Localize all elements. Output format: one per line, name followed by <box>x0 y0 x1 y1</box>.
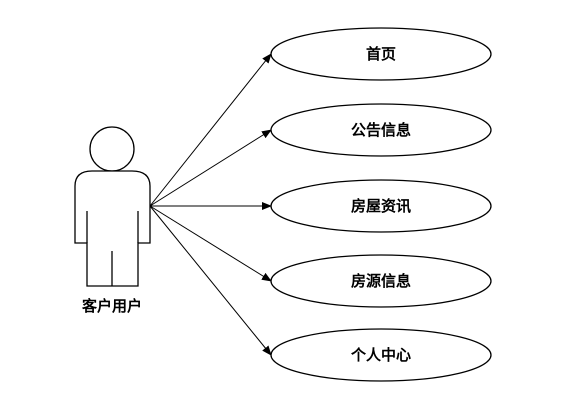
use-case-notice: 公告信息 <box>270 103 492 157</box>
use-case-home: 首页 <box>270 27 492 81</box>
association-arrow-listings <box>149 205 272 282</box>
actor-body <box>74 170 151 287</box>
association-arrow-home <box>149 53 272 207</box>
association-arrow-profile <box>149 205 272 356</box>
use-case-label-notice: 公告信息 <box>351 121 411 139</box>
association-arrow-notice <box>149 129 272 207</box>
use-case-housing-news: 房屋资讯 <box>270 179 492 233</box>
use-case-ellipse <box>270 27 492 81</box>
use-case-ellipse <box>270 328 492 382</box>
use-case-ellipse <box>270 179 492 233</box>
use-case-ellipse <box>270 103 492 157</box>
associations <box>149 53 272 356</box>
use-case-label-home: 首页 <box>366 45 396 63</box>
use-case-listings: 房源信息 <box>270 254 492 308</box>
actor-head <box>89 126 135 172</box>
use-case-profile: 个人中心 <box>270 328 492 382</box>
use-case-label-listings: 房源信息 <box>351 272 411 290</box>
use-case-ellipse <box>270 254 492 308</box>
use-case-label-profile: 个人中心 <box>350 346 411 364</box>
actor-label: 客户用户 <box>81 297 142 315</box>
actor-figure <box>74 126 151 287</box>
use-case-label-housing-news: 房屋资讯 <box>351 197 411 215</box>
